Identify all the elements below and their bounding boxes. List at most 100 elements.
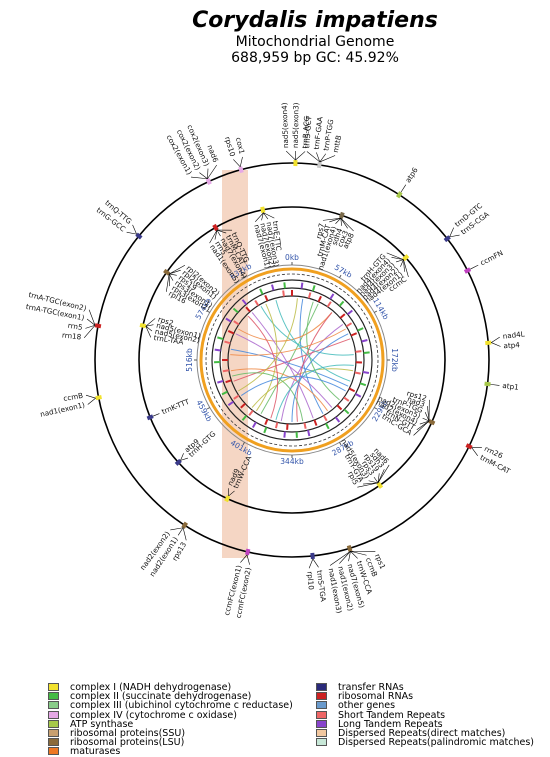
- kb-tick: [340, 275, 342, 278]
- gene-block: [247, 549, 248, 555]
- legend-swatch: [48, 701, 59, 709]
- kb-tick-label: 344kb: [280, 457, 304, 466]
- gene-label: nad5(exon4): [280, 102, 290, 148]
- repeat-mark: [314, 420, 316, 426]
- repeat-mark: [351, 333, 357, 335]
- repeat-mark: [340, 301, 344, 306]
- gene-label: rrn18: [62, 330, 83, 341]
- repeat-mark: [284, 282, 285, 288]
- repeat-mark: [358, 328, 363, 330]
- gene-leader: [450, 235, 460, 237]
- repeat-mark: [355, 351, 361, 352]
- gene-leader: [470, 265, 478, 269]
- legend-label: maturases: [70, 746, 120, 757]
- gene-leader: [313, 559, 319, 567]
- gene-leader: [207, 169, 208, 179]
- gene-leader: [401, 185, 406, 193]
- repeat-mark: [340, 314, 345, 318]
- kb-tick-label: 172kb: [390, 348, 399, 372]
- repeat-mark: [265, 419, 267, 425]
- gene-label: nad5(exon3): [291, 102, 301, 148]
- gene-leader: [387, 253, 404, 260]
- kb-tick-label: 57kb: [333, 263, 354, 280]
- gene-label: rpl10: [305, 571, 316, 591]
- legend-swatch: [48, 747, 59, 755]
- legend-swatch: [316, 692, 327, 700]
- gene-block: [96, 397, 102, 398]
- repeat-mark: [215, 350, 221, 351]
- gene-block: [466, 445, 471, 448]
- gene-label: nad1(exon1): [39, 400, 86, 419]
- gene-block: [164, 271, 169, 274]
- gene-label: atp1: [502, 381, 519, 392]
- legend: complex I (NADH dehydrogenase)complex II…: [0, 672, 550, 754]
- gene-block: [429, 421, 434, 423]
- repeat-link: [238, 313, 332, 342]
- repeat-mark: [328, 302, 331, 307]
- gene-label: trnS-TGA: [315, 570, 328, 603]
- gene-block: [95, 325, 101, 326]
- legend-label: Dispersed Repeats(palindromic matches): [338, 737, 534, 748]
- repeat-mark: [362, 340, 368, 342]
- repeat-mark: [363, 372, 369, 373]
- gene-block: [312, 553, 313, 559]
- legend-swatch: [48, 729, 59, 737]
- legend-swatch: [316, 729, 327, 737]
- repeat-mark: [355, 372, 361, 373]
- gene-leader: [233, 159, 240, 166]
- kb-tick-label: 516kb: [185, 348, 194, 372]
- gene-leader: [339, 551, 350, 563]
- gene-leader: [88, 398, 96, 404]
- repeat-mark: [364, 352, 370, 353]
- gene-leader: [191, 177, 207, 179]
- gene-block: [262, 207, 263, 213]
- gene-label: mttB: [331, 134, 343, 153]
- gene-leader: [170, 528, 183, 530]
- gene-leader: [86, 395, 96, 398]
- repeat-mark: [249, 411, 253, 416]
- repeat-mark: [355, 394, 360, 397]
- repeat-mark: [253, 422, 256, 427]
- gene-leader: [491, 384, 500, 385]
- legend-swatch: [316, 701, 327, 709]
- repeat-mark: [309, 292, 311, 298]
- repeat-mark: [284, 432, 285, 438]
- gene-block: [226, 496, 229, 501]
- gene-block: [214, 225, 217, 230]
- gene-leader: [350, 551, 366, 555]
- genome-map: 0kb57kb114kb172kb229kb287kb344kb401kb459…: [0, 0, 550, 672]
- gene-leader: [133, 225, 137, 234]
- gene-leader: [178, 528, 183, 536]
- gene-block: [465, 269, 470, 272]
- repeat-mark: [326, 423, 329, 428]
- gene-leader: [472, 448, 478, 456]
- legend-swatch: [316, 720, 327, 728]
- repeat-mark: [330, 294, 333, 299]
- repeat-mark: [349, 389, 354, 392]
- repeat-link: [281, 324, 343, 421]
- gene-block: [341, 212, 343, 218]
- repeat-link: [261, 304, 318, 414]
- repeat-mark: [337, 405, 341, 409]
- gene-leader: [286, 151, 295, 160]
- gene-leader: [392, 257, 404, 259]
- repeat-mark: [336, 417, 340, 422]
- legend-swatch: [48, 711, 59, 719]
- gene-leader: [295, 151, 305, 160]
- repeat-mark: [302, 283, 303, 289]
- gene-leader: [341, 218, 354, 231]
- gene-leader: [183, 528, 186, 541]
- repeat-mark: [344, 409, 348, 413]
- gene-leader: [207, 165, 216, 179]
- gene-block: [378, 483, 381, 488]
- kb-tick: [374, 311, 377, 313]
- gene-leader: [450, 228, 454, 237]
- gene-label: ccmFN: [479, 248, 505, 267]
- gene-leader: [247, 555, 250, 565]
- gene-block: [147, 416, 153, 418]
- repeat-mark: [265, 295, 267, 301]
- gene-leader: [169, 274, 173, 281]
- gene-block: [207, 179, 210, 184]
- repeat-mark: [223, 370, 229, 371]
- legend-swatch: [48, 692, 59, 700]
